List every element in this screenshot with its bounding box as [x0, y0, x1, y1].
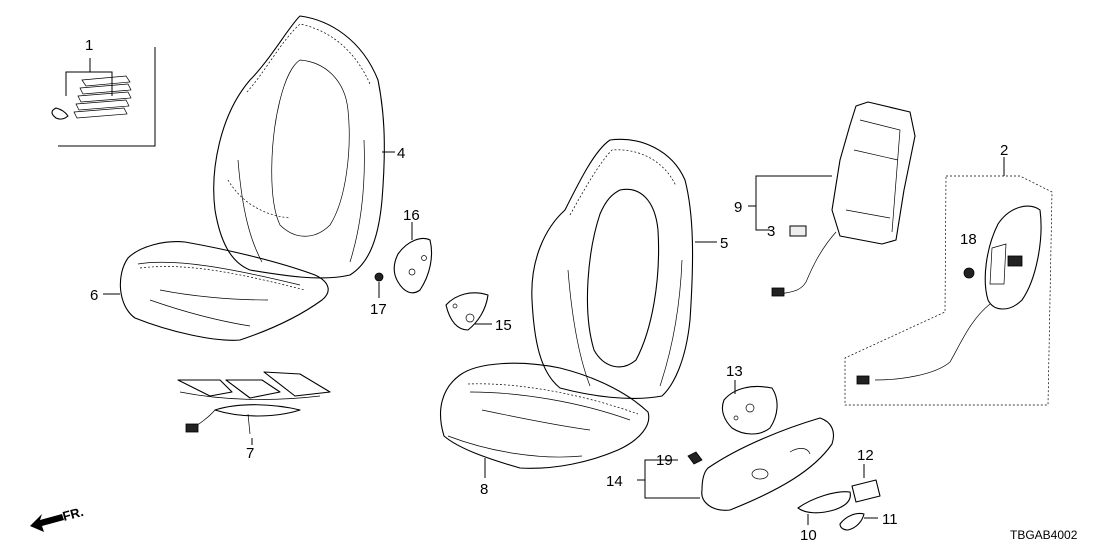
callout-17: 17	[370, 301, 387, 318]
callout-15: 15	[495, 317, 512, 334]
callout-5: 5	[720, 235, 728, 252]
part-2-side-airbag	[844, 175, 1053, 406]
direction-label: FR.	[61, 504, 85, 524]
part-19-screw	[687, 451, 703, 465]
callout-1: 1	[85, 37, 93, 54]
part-1-clips	[51, 47, 156, 147]
part-8-cushion	[440, 362, 650, 469]
callout-16: 16	[403, 207, 420, 224]
part-10-lever	[797, 491, 851, 514]
part-11-cover	[839, 512, 865, 531]
part-9-back-frame	[771, 101, 916, 297]
part-13-recliner	[721, 385, 778, 435]
part-6-cushion-cover	[119, 241, 329, 341]
part-14-side-trim	[701, 417, 835, 511]
callout-6: 6	[90, 287, 98, 304]
front-direction-arrow	[30, 514, 64, 532]
part-17-bolt	[374, 272, 384, 282]
callout-11: 11	[882, 511, 898, 528]
part-18-nut	[963, 267, 975, 279]
part-3-label	[789, 225, 807, 237]
callout-13: 13	[726, 363, 743, 380]
callout-8: 8	[480, 481, 488, 498]
part-4-seatback-cover	[213, 15, 385, 279]
callout-18: 18	[960, 231, 977, 248]
callout-2: 2	[1000, 142, 1008, 159]
part-5-seatback	[531, 138, 694, 399]
callout-12: 12	[857, 447, 874, 464]
callout-19: 19	[656, 452, 673, 469]
diagram-code: TBGAB4002	[1010, 528, 1078, 542]
callout-4: 4	[397, 145, 405, 162]
callout-3: 3	[767, 223, 775, 240]
callout-14: 14	[606, 473, 623, 490]
callout-7: 7	[246, 445, 254, 462]
part-12-cover	[851, 479, 881, 503]
part-7-heater-pad	[177, 371, 331, 435]
callout-9: 9	[734, 199, 742, 216]
part-15-bracket	[445, 292, 489, 331]
part-16-bracket	[393, 237, 433, 294]
callout-10: 10	[800, 527, 817, 544]
